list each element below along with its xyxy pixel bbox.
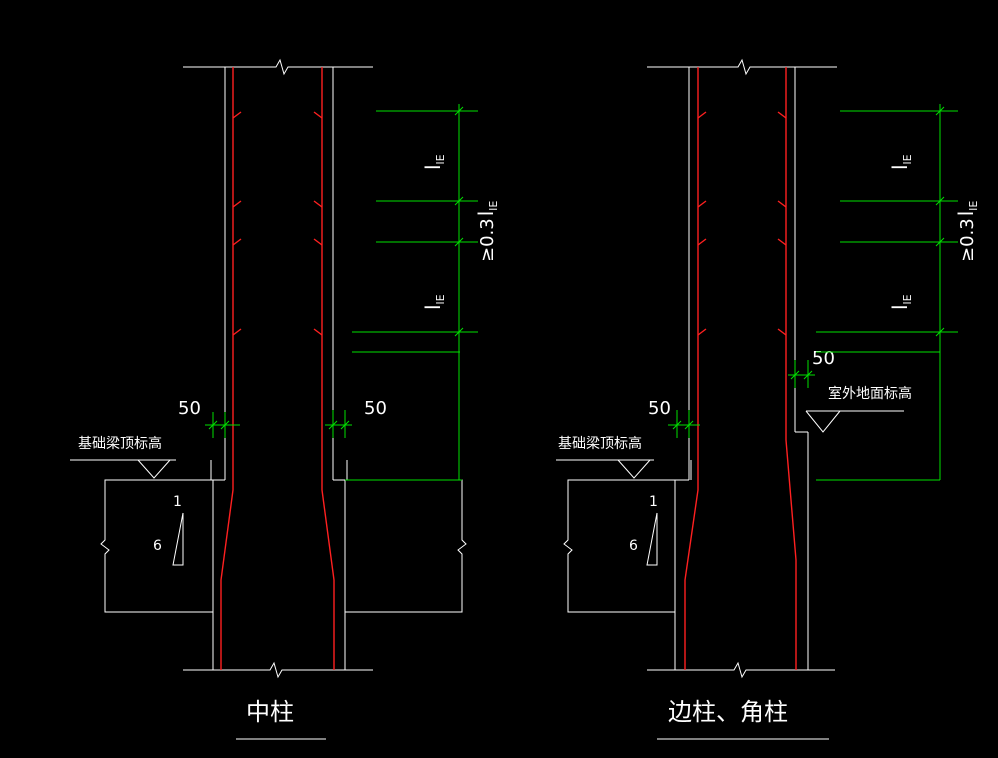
right-slope-rise: 1 — [649, 494, 658, 510]
left-beam-top-marker: 基础梁顶标高 — [70, 435, 176, 479]
left-top-break-line — [183, 58, 373, 76]
left-cover-dims — [205, 410, 352, 438]
right-column-outline — [674, 67, 809, 670]
right-beam-top-marker: 基础梁顶标高 — [556, 435, 654, 479]
right-cover-dims — [668, 360, 815, 438]
right-caption: 边柱、角柱 — [668, 698, 788, 726]
right-slope-marker: 1 6 — [629, 494, 658, 566]
right-rebars — [684, 67, 797, 670]
left-cover-left: 50 — [178, 398, 201, 419]
right-foundation-beam — [563, 479, 675, 613]
left-column-outline — [210, 67, 348, 670]
left-bottom-break-line — [183, 661, 373, 679]
left-slope-rise: 1 — [173, 494, 182, 510]
right-slope-run: 6 — [629, 538, 638, 554]
left-rebars — [220, 67, 335, 670]
right-outdoor-label: 室外地面标高 — [828, 385, 912, 402]
left-lap-dims — [345, 104, 478, 481]
right-cover-left: 50 — [648, 398, 671, 419]
right-top-break-line — [647, 58, 837, 76]
left-lap-lower: llE — [421, 294, 447, 310]
right-lap-dims — [816, 104, 958, 481]
left-cover-right: 50 — [364, 398, 387, 419]
left-foundation-beam — [100, 479, 467, 613]
right-cover-right: 50 — [812, 348, 835, 369]
right-outdoor-marker: 室外地面标高 — [805, 385, 912, 433]
left-beam-top-label: 基础梁顶标高 — [78, 435, 162, 452]
right-detail: 基础梁顶标高 室外地面标高 1 6 — [556, 58, 980, 740]
left-lap-upper: llE — [421, 154, 447, 170]
right-bottom-break-line — [647, 661, 835, 679]
left-slope-run: 6 — [153, 538, 162, 554]
left-stagger: ≥0.3llE — [474, 201, 500, 262]
right-lap-lower: llE — [888, 294, 914, 310]
right-stagger: ≥0.3llE — [954, 201, 980, 262]
left-detail: 基础梁顶标高 1 6 — [70, 58, 500, 740]
right-beam-top-label: 基础梁顶标高 — [558, 435, 642, 452]
right-lap-upper: llE — [888, 154, 914, 170]
left-caption: 中柱 — [246, 698, 294, 726]
left-slope-marker: 1 6 — [153, 494, 184, 566]
